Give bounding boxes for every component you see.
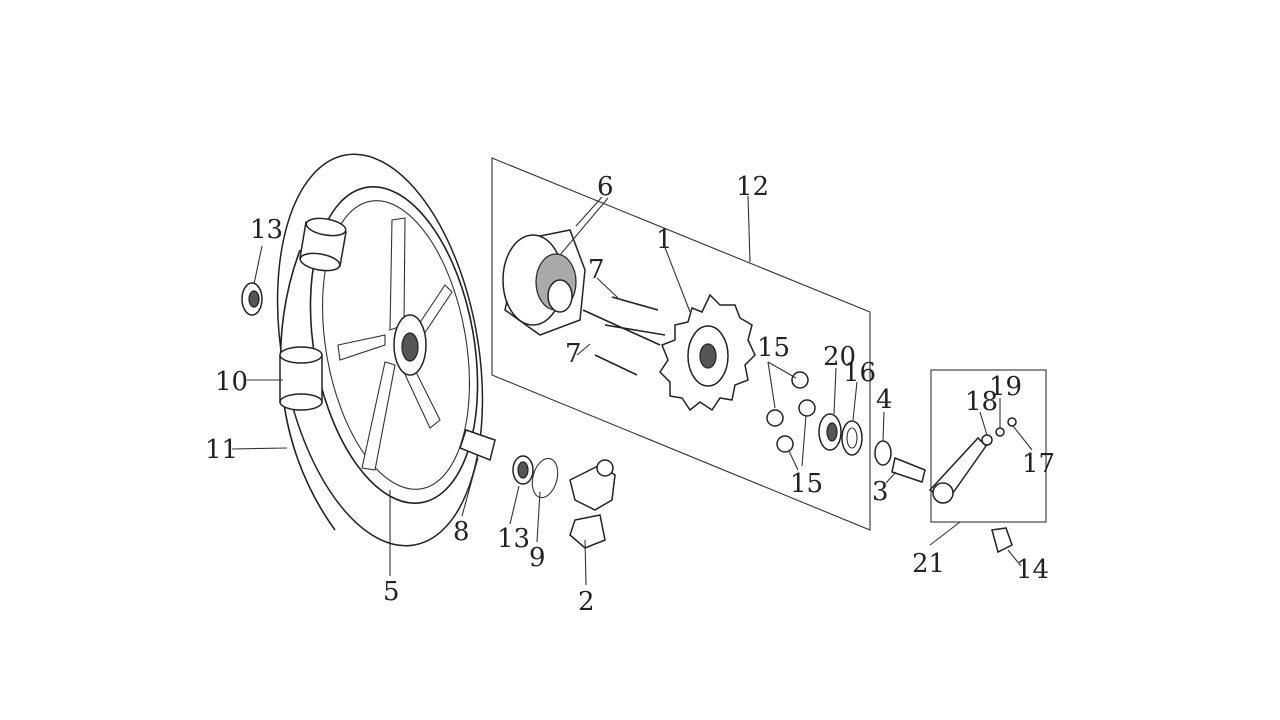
label-13-left: 13 <box>250 215 283 245</box>
damper-rubbers-2 <box>569 459 616 549</box>
label-16: 16 <box>843 358 876 388</box>
label-9: 9 <box>529 543 546 573</box>
chain-adjuster-21 <box>928 417 1017 504</box>
spacer-8 <box>459 429 496 462</box>
label-11: 11 <box>205 435 238 465</box>
label-7-bottom: 7 <box>565 339 582 369</box>
label-12: 12 <box>736 172 769 202</box>
sprocket-1 <box>659 293 756 412</box>
label-15-top: 15 <box>757 333 790 363</box>
label-19: 19 <box>989 372 1022 402</box>
oil-seal-16 <box>841 420 863 456</box>
label-4: 4 <box>876 385 893 415</box>
sprocket-hub-6 <box>502 229 586 336</box>
label-2: 2 <box>578 587 595 617</box>
spacer-collar-top <box>299 217 347 272</box>
label-20: 20 <box>823 342 856 372</box>
axle-3 <box>891 456 926 483</box>
label-7-top: 7 <box>588 255 605 285</box>
label-6: 6 <box>597 172 614 202</box>
label-5: 5 <box>383 577 400 607</box>
label-14: 14 <box>1016 555 1049 585</box>
label-18: 18 <box>965 387 998 417</box>
spacer-collar-10 <box>279 346 323 411</box>
label-17: 17 <box>1022 449 1055 479</box>
bearing-13-left <box>241 282 263 316</box>
part-labels: 1 2 3 4 5 6 7 7 8 9 10 11 12 13 13 14 15… <box>205 172 1055 617</box>
adjuster-box-21 <box>930 369 1047 523</box>
leader-lines <box>231 195 1033 586</box>
axle-nut-14 <box>991 527 1013 554</box>
label-1: 1 <box>656 225 673 255</box>
label-15-bottom: 15 <box>790 469 823 499</box>
label-8: 8 <box>453 517 470 547</box>
label-3: 3 <box>872 477 889 507</box>
bearing-13 <box>512 455 534 485</box>
bearing-20 <box>818 413 842 451</box>
collar-4 <box>874 440 892 466</box>
label-13-center: 13 <box>497 524 530 554</box>
label-10: 10 <box>215 367 248 397</box>
label-21: 21 <box>912 549 945 579</box>
nuts-15 <box>766 371 816 453</box>
subassembly-panel-12 <box>491 157 871 531</box>
circlip-9 <box>531 457 559 499</box>
bolts-7 <box>582 296 666 376</box>
